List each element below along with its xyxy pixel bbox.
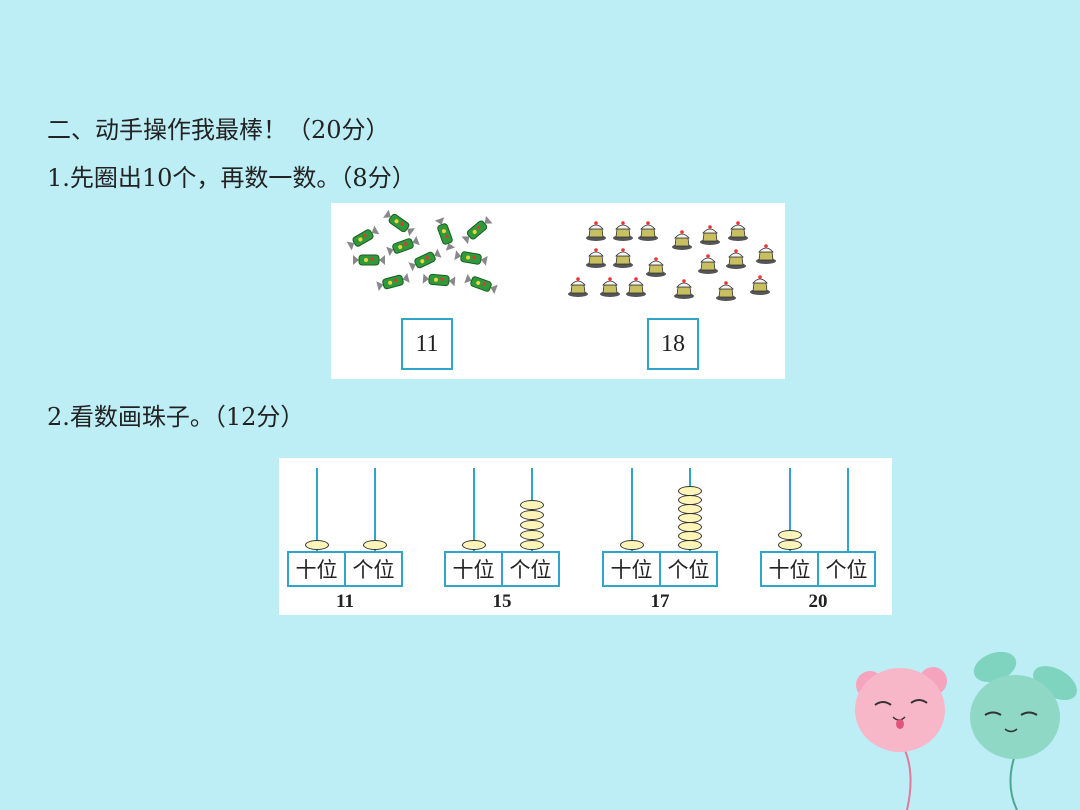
abacus-20: 十位 个位 20	[752, 458, 876, 615]
cake-icon	[673, 278, 695, 300]
tens-label: 十位	[610, 558, 653, 582]
cake-count-box[interactable]: 18	[647, 318, 699, 370]
balloon-decoration	[855, 651, 1077, 810]
question-2: 2.看数画珠子。（12分）	[47, 403, 305, 431]
place-value-base: 十位 个位	[287, 551, 403, 587]
candy-icon	[463, 273, 499, 295]
place-value-base: 十位 个位	[444, 551, 560, 587]
bead	[678, 540, 702, 550]
cake-icon	[585, 220, 607, 242]
abacus-number: 20	[808, 591, 828, 612]
ones-rod	[847, 468, 849, 553]
cake-icon	[599, 276, 621, 298]
bead	[678, 495, 702, 505]
bead	[520, 510, 544, 520]
abacus-number: 17	[650, 591, 670, 612]
bead	[520, 540, 544, 550]
cake-icon	[699, 224, 721, 246]
cake-icon	[697, 253, 719, 275]
cake-icon	[567, 276, 589, 298]
tens-rod	[316, 468, 318, 553]
tens-rod	[631, 468, 633, 553]
cake-icon	[612, 220, 634, 242]
candy-icon	[461, 215, 493, 245]
cake-icon	[725, 248, 747, 270]
candy-icon	[385, 235, 421, 257]
bead	[678, 486, 702, 496]
candy-icon	[422, 273, 456, 287]
tens-label: 十位	[295, 558, 338, 582]
bead	[678, 504, 702, 514]
place-value-base: 十位 个位	[602, 551, 718, 587]
bead	[520, 530, 544, 540]
ones-label: 个位	[501, 553, 558, 585]
question-1: 1.先圈出10个，再数一数。（8分）	[47, 164, 416, 192]
bead	[678, 531, 702, 541]
candy-icon	[375, 272, 411, 292]
pink-balloon-icon	[855, 667, 947, 810]
place-value-base: 十位 个位	[760, 551, 876, 587]
bead	[620, 540, 644, 550]
candy-count-box[interactable]: 11	[401, 318, 453, 370]
ones-label: 个位	[344, 553, 401, 585]
bead	[778, 530, 802, 540]
cake-icon	[671, 229, 693, 251]
candy-group	[346, 209, 499, 295]
tens-label: 十位	[768, 558, 811, 582]
cake-icon	[727, 220, 749, 242]
cake-icon	[612, 247, 634, 269]
cake-icon	[585, 247, 607, 269]
bead	[363, 540, 387, 550]
ones-label: 个位	[659, 553, 716, 585]
ones-rod	[374, 468, 376, 553]
cake-group	[567, 220, 777, 302]
cake-icon	[715, 280, 737, 302]
cake-icon	[625, 276, 647, 298]
bead	[520, 500, 544, 510]
bead	[678, 513, 702, 523]
abacus-11: 十位 个位 11	[279, 458, 403, 615]
abacus-number: 15	[492, 591, 512, 612]
abacus-panel: 十位 个位 11 十位 个位 15 十位 个位	[279, 458, 892, 615]
tens-label: 十位	[452, 558, 495, 582]
abacus-17: 十位 个位 17	[594, 458, 718, 615]
candy-icon	[453, 249, 489, 267]
section-title: 二、动手操作我最棒！（20分）	[47, 116, 390, 144]
abacus-number: 11	[336, 591, 354, 612]
bead	[678, 522, 702, 532]
bead	[520, 520, 544, 530]
candy-icon	[346, 225, 380, 251]
cake-icon	[645, 256, 667, 278]
ones-label: 个位	[817, 553, 874, 585]
tens-rod	[789, 468, 791, 553]
bead	[462, 540, 486, 550]
cake-icon	[749, 274, 771, 296]
candy-icon	[352, 254, 386, 266]
candy-icon	[434, 216, 456, 252]
abacus-15: 十位 个位 15	[436, 458, 560, 615]
cake-icon	[755, 243, 777, 265]
cake-icon	[637, 220, 659, 242]
counting-panel: 11 18	[331, 203, 785, 379]
green-balloon-icon	[970, 651, 1077, 810]
candy-icon	[382, 209, 416, 237]
bead	[305, 540, 329, 550]
tens-rod	[473, 468, 475, 553]
candy-icon	[407, 248, 443, 272]
bead	[778, 540, 802, 550]
